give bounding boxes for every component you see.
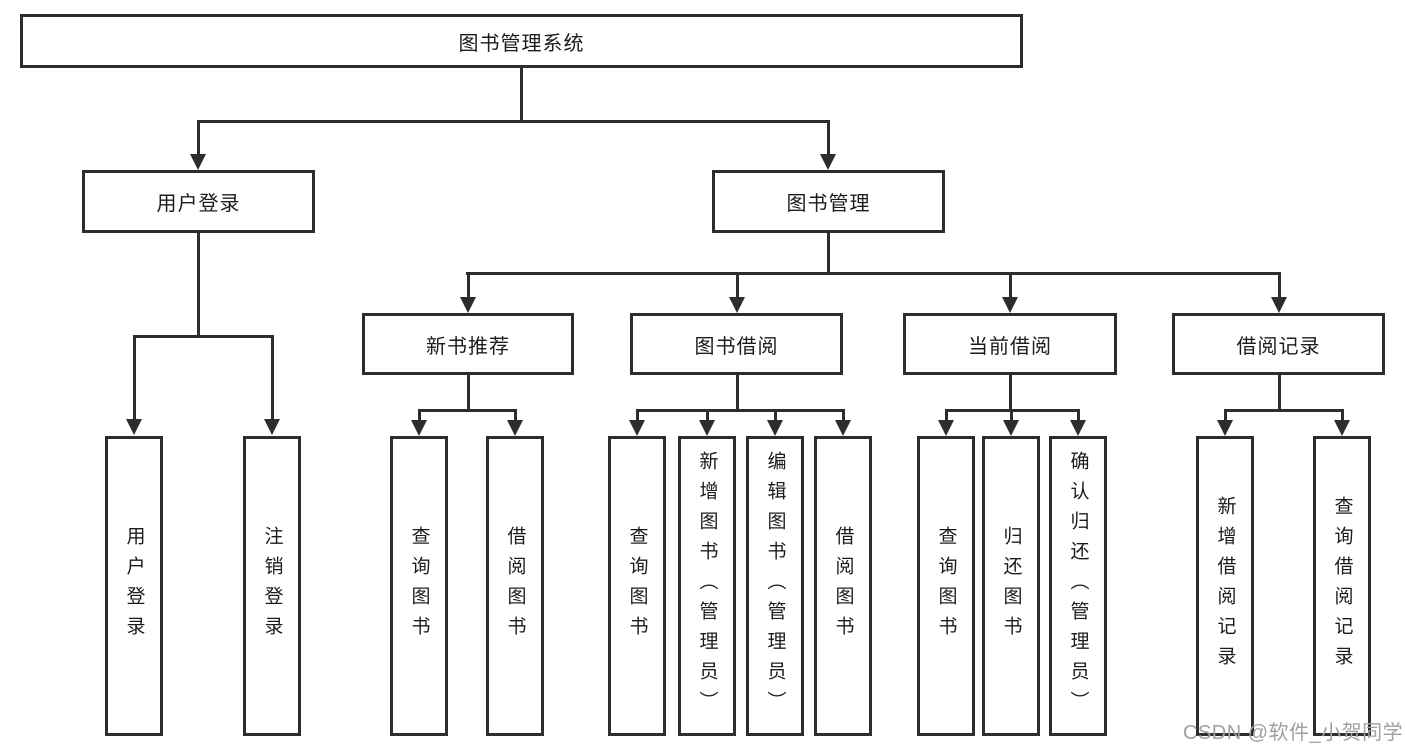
leaf-label: 新增借阅记录: [1214, 496, 1236, 676]
leaf-label: 新增图书（管理员）: [696, 451, 718, 721]
arrow-down: [126, 335, 142, 435]
leaf-query-books: 查询图书: [608, 436, 666, 736]
leaf-add-borrow-record: 新增借阅记录: [1196, 436, 1254, 736]
node-label: 图书管理系统: [458, 32, 585, 55]
arrow-down: [835, 409, 851, 436]
node-user-login: 用户登录: [82, 170, 315, 233]
leaf-label: 借阅图书: [504, 526, 526, 646]
connector-borrow-stem: [736, 375, 739, 409]
arrow-down: [767, 409, 783, 436]
leaf-label: 借阅图书: [832, 526, 854, 646]
csdn-watermark: CSDN @软件_小贺同学: [1183, 722, 1404, 744]
connector-borrow-rail: [636, 409, 845, 412]
connector-mgmt-stem: [827, 233, 830, 272]
connector-newbook-rail: [418, 409, 517, 412]
connector-current-stem: [1009, 375, 1012, 409]
arrow-down: [729, 272, 745, 313]
node-label: 图书借阅: [694, 335, 779, 358]
connector-records-rail: [1224, 409, 1344, 412]
arrow-down: [938, 409, 954, 436]
arrow-down: [1002, 272, 1018, 313]
leaf-label: 确认归还（管理员）: [1067, 451, 1089, 721]
connector-mgmt-rail: [466, 272, 1281, 275]
leaf-add-books-admin: 新增图书（管理员）: [678, 436, 736, 736]
arrow-down: [629, 409, 645, 436]
arrow-down: [699, 409, 715, 436]
leaf-label: 查询图书: [408, 526, 430, 646]
connector-root-rail: [197, 120, 830, 123]
leaf-borrow-books: 借阅图书: [814, 436, 872, 736]
leaf-label: 查询图书: [626, 526, 648, 646]
arrow-down: [1217, 409, 1233, 436]
arrow-down: [1070, 409, 1086, 436]
arrow-down: [820, 120, 836, 170]
leaf-user-login: 用户登录: [105, 436, 163, 736]
connector-records-stem: [1278, 375, 1281, 409]
node-label: 新书推荐: [426, 335, 510, 358]
leaf-logout: 注销登录: [243, 436, 301, 736]
arrow-down: [264, 335, 280, 435]
node-root-system: 图书管理系统: [20, 14, 1023, 68]
arrow-down: [1334, 409, 1350, 436]
connector-current-rail: [945, 409, 1080, 412]
node-label: 用户登录: [156, 193, 241, 215]
leaf-query-borrow-record: 查询借阅记录: [1313, 436, 1371, 736]
arrow-down: [1271, 272, 1287, 313]
leaf-borrow-books: 借阅图书: [486, 436, 544, 736]
leaf-label: 编辑图书（管理员）: [764, 451, 786, 721]
arrow-down: [460, 272, 476, 313]
arrow-down: [411, 409, 427, 436]
arrow-down: [190, 120, 206, 170]
leaf-query-books: 查询图书: [917, 436, 975, 736]
node-label: 当前借阅: [968, 335, 1052, 358]
node-borrow-records: 借阅记录: [1172, 313, 1385, 375]
leaf-label: 查询借阅记录: [1331, 496, 1353, 676]
leaf-confirm-return-admin: 确认归还（管理员）: [1049, 436, 1107, 736]
connector-login-stem: [197, 233, 200, 335]
node-book-management: 图书管理: [712, 170, 945, 233]
arrow-down: [1003, 409, 1019, 436]
node-label: 借阅记录: [1236, 335, 1321, 358]
leaf-label: 注销登录: [261, 526, 283, 646]
leaf-query-books: 查询图书: [390, 436, 448, 736]
node-label: 图书管理: [786, 193, 871, 215]
leaf-label: 用户登录: [123, 526, 145, 646]
connector-login-rail: [133, 335, 274, 338]
node-current-borrow: 当前借阅: [903, 313, 1117, 375]
connector-root-stem: [520, 68, 523, 120]
leaf-label: 归还图书: [1000, 526, 1022, 646]
leaf-label: 查询图书: [935, 526, 957, 646]
connector-newbook-stem: [467, 375, 470, 409]
leaf-edit-books-admin: 编辑图书（管理员）: [746, 436, 804, 736]
arrow-down: [507, 409, 523, 436]
node-book-borrow: 图书借阅: [630, 313, 843, 375]
node-new-book-recommend: 新书推荐: [362, 313, 574, 375]
leaf-return-books: 归还图书: [982, 436, 1040, 736]
